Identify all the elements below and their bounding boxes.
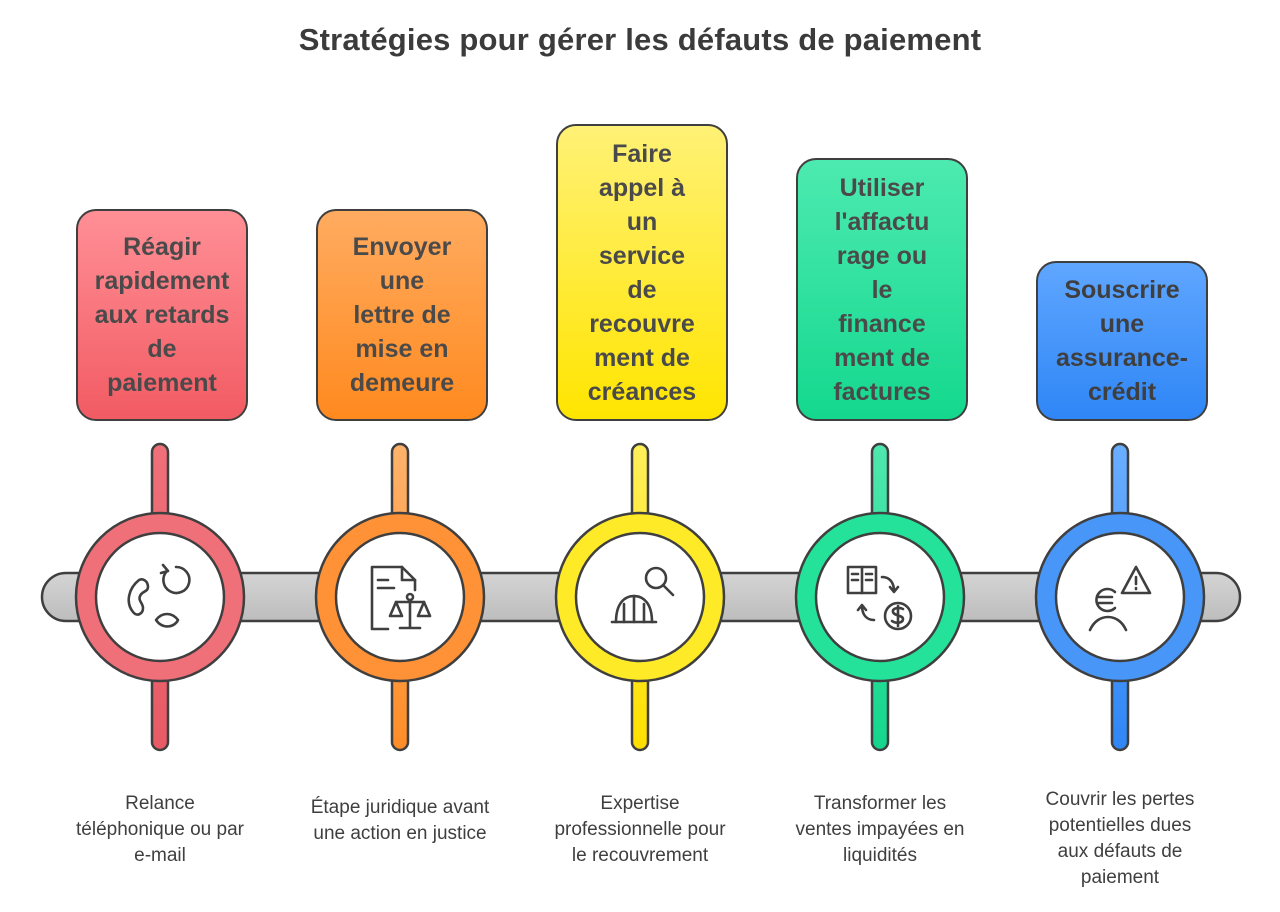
euro-warning-person-icon [1088,565,1152,632]
ring-2-inner [334,531,466,663]
description-faire-appel: Expertise professionnelle pour le recouv… [554,793,726,866]
rings [74,511,1206,683]
description-envoyer: Étape juridique avant une action en just… [310,797,490,844]
card-envoyer-title: Envoyer une lettre de mise en demeure [349,233,455,397]
card-reagir: Réagir rapidement aux retards de paiemen… [76,209,248,421]
invoice-exchange-money-icon [846,565,913,631]
card-faire-appel: Faire appel à un service de recouvre men… [556,124,728,421]
card-utiliser: Utiliser l'affactu rage ou le finance me… [796,158,968,421]
description-souscrire: Couvrir les pertes potentielles dues aux… [1045,789,1195,888]
phone-refresh-icon [127,563,191,628]
card-souscrire: Souscrire une assurance- crédit [1036,261,1208,421]
legal-document-scale-icon [370,565,432,631]
description-utiliser: Transformer les ventes impayées en liqui… [795,793,965,866]
card-envoyer: Envoyer une lettre de mise en demeure [316,209,488,421]
card-souscrire-title: Souscrire une assurance- crédit [1055,276,1189,406]
ring-4-inner [814,531,946,663]
card-utiliser-title: Utiliser l'affactu rage ou le finance me… [833,173,931,406]
card-faire-appel-title: Faire appel à un service de recouvre men… [587,139,697,406]
search-hardhat-icon [610,566,675,624]
card-reagir-title: Réagir rapidement aux retards de paiemen… [94,233,230,397]
description-reagir: Relance téléphonique ou par e-mail [76,793,244,866]
ring-1-inner [94,531,226,663]
ring-5-inner [1054,531,1186,663]
diagram-title: Stratégies pour gérer les défauts de pai… [298,22,982,57]
